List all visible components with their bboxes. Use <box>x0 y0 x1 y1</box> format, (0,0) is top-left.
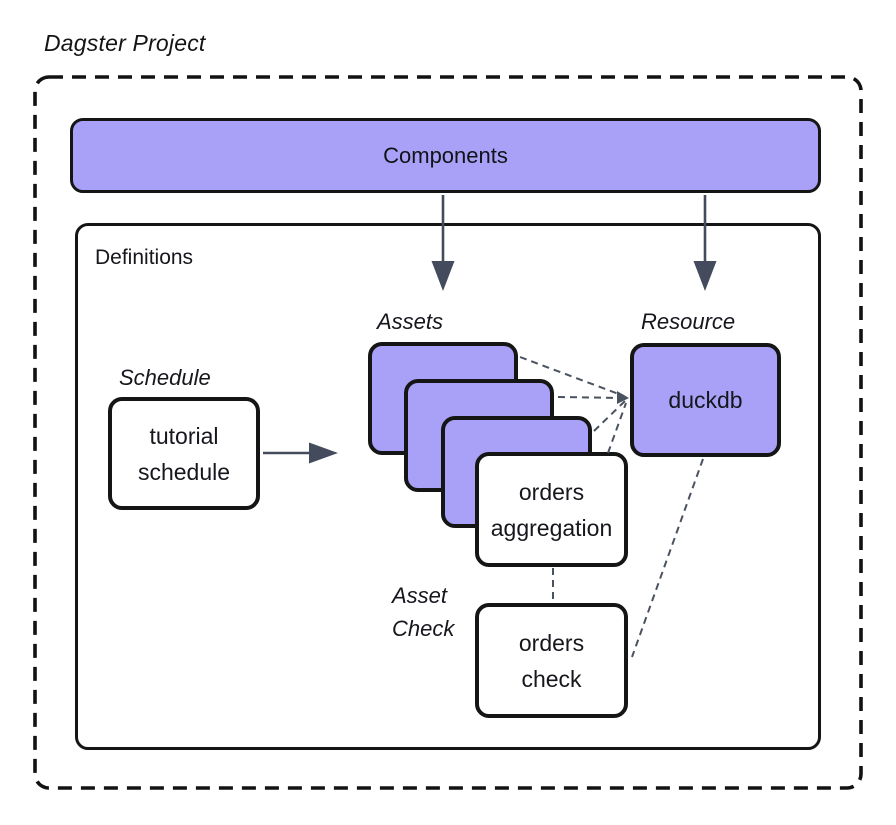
orders-aggregation-line2: aggregation <box>490 514 613 541</box>
duckdb-node: duckdb <box>630 343 781 457</box>
orders-check-node: orders check <box>475 603 628 718</box>
orders-check-line1: orders <box>518 629 585 656</box>
schedule-label: Schedule <box>119 365 211 390</box>
orders-aggregation-line1: orders <box>518 478 585 505</box>
tutorial-schedule-line2: schedule <box>137 458 231 485</box>
assets-label: Assets <box>377 309 444 334</box>
asset-check-label-line2: Check <box>392 616 455 641</box>
orders-check-line2: check <box>521 665 582 692</box>
components-label: Components <box>383 142 508 168</box>
orders-aggregation-node: orders aggregation <box>475 452 628 567</box>
tutorial-schedule-line1: tutorial <box>149 422 219 449</box>
components-bar: Components <box>70 118 821 193</box>
duckdb-label: duckdb <box>668 387 743 413</box>
resource-label: Resource <box>641 309 736 334</box>
tutorial-schedule-node: tutorial schedule <box>108 397 260 510</box>
asset-check-label-line1: Asset <box>392 583 448 608</box>
project-title: Dagster Project <box>44 30 206 56</box>
definitions-label: Definitions <box>95 246 194 269</box>
